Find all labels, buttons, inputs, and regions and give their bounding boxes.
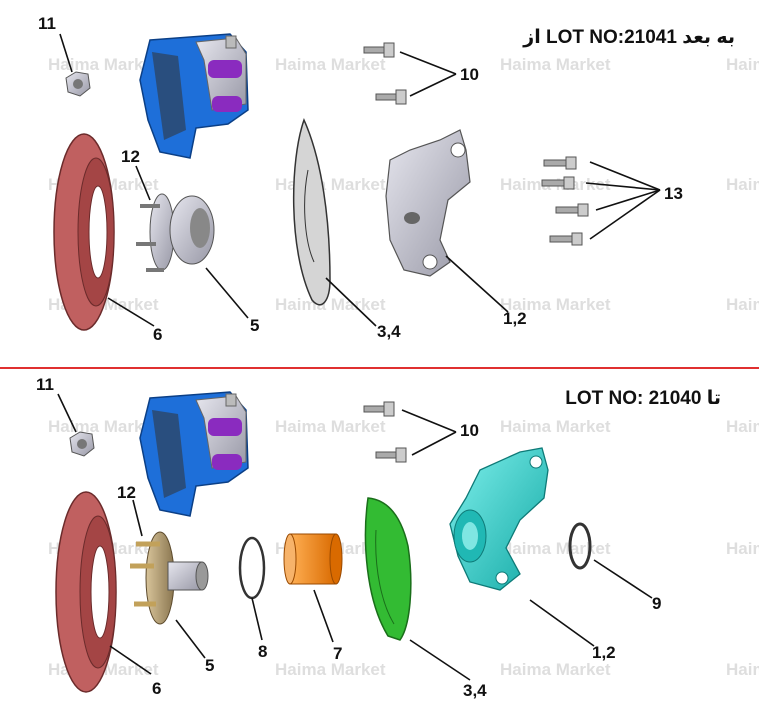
watermark-text: Haima Market <box>500 55 611 74</box>
callout-1-2: 1,2 <box>503 309 527 328</box>
bearing-spacer-part <box>283 533 343 585</box>
bottom-lot-title: LOT NO: 21040 تا <box>565 388 721 409</box>
dust-shield-part <box>364 497 412 641</box>
watermark-text: Haima Market <box>275 417 386 436</box>
callout-10: 10 <box>460 65 479 84</box>
watermark-text: Haima Market <box>275 295 386 314</box>
brake-disc-part <box>53 133 115 331</box>
callout-7: 7 <box>333 644 342 663</box>
steering-knuckle-part <box>449 447 549 591</box>
bottom-panel: 11 10 12 5 6 8 7 3,4 1,2 9 <box>36 375 661 700</box>
callout-6: 6 <box>153 325 162 344</box>
top-leader-lines <box>59 33 661 327</box>
bottom-leader-lines <box>57 393 653 681</box>
watermark-text: Haima Market <box>500 539 611 558</box>
callout-5: 5 <box>205 656 214 675</box>
watermark-text: Haima Market <box>726 539 759 558</box>
watermark-text: Haima Market <box>726 55 759 74</box>
brake-caliper-part <box>139 33 249 159</box>
callout-8: 8 <box>258 642 267 661</box>
lug-nut-part <box>69 431 95 457</box>
dust-shield-part <box>292 117 331 306</box>
snap-ring-part <box>238 536 266 600</box>
watermark-text: Haima Market <box>275 55 386 74</box>
watermark-text: Haima Market <box>726 295 759 314</box>
top-lot-title: از LOT NO:21041 به بعد <box>523 27 735 48</box>
lug-nut-part <box>65 71 91 97</box>
callout-11: 11 <box>36 375 54 394</box>
callout-3-4: 3,4 <box>463 681 487 700</box>
caliper-bolts-part <box>363 42 407 105</box>
callout-6: 6 <box>152 679 161 698</box>
callout-1-2: 1,2 <box>592 643 616 662</box>
watermark-text: Haima Market <box>726 660 759 679</box>
callout-12: 12 <box>117 483 136 502</box>
callout-13: 13 <box>664 184 683 203</box>
callout-11: 11 <box>38 14 56 33</box>
callout-3-4: 3,4 <box>377 322 401 341</box>
watermark-text: Haima Market <box>500 295 611 314</box>
callout-10: 10 <box>460 421 479 440</box>
watermark-text: Haima Market <box>500 660 611 679</box>
brake-caliper-part <box>139 391 249 517</box>
watermark-text: Haima Market <box>275 660 386 679</box>
brake-disc-part <box>55 491 117 693</box>
watermark-text: Haima Market <box>275 175 386 194</box>
top-panel: 11 10 12 13 5 6 3,4 1,2 <box>38 14 683 344</box>
watermark-text: Haima Market <box>500 417 611 436</box>
watermark-text: Haima Market <box>48 55 159 74</box>
knuckle-bolts-part <box>541 156 589 246</box>
watermark-text: Haima Market <box>726 175 759 194</box>
steering-knuckle-part <box>385 129 471 277</box>
callout-5: 5 <box>250 316 259 335</box>
callout-9: 9 <box>652 594 661 613</box>
callout-12: 12 <box>121 147 140 166</box>
watermark-text: Haima Market <box>726 417 759 436</box>
wheel-hub-part <box>130 531 209 625</box>
seal-ring-part <box>568 522 592 570</box>
caliper-bolts-part <box>363 401 407 463</box>
wheel-hub-part <box>136 193 215 272</box>
